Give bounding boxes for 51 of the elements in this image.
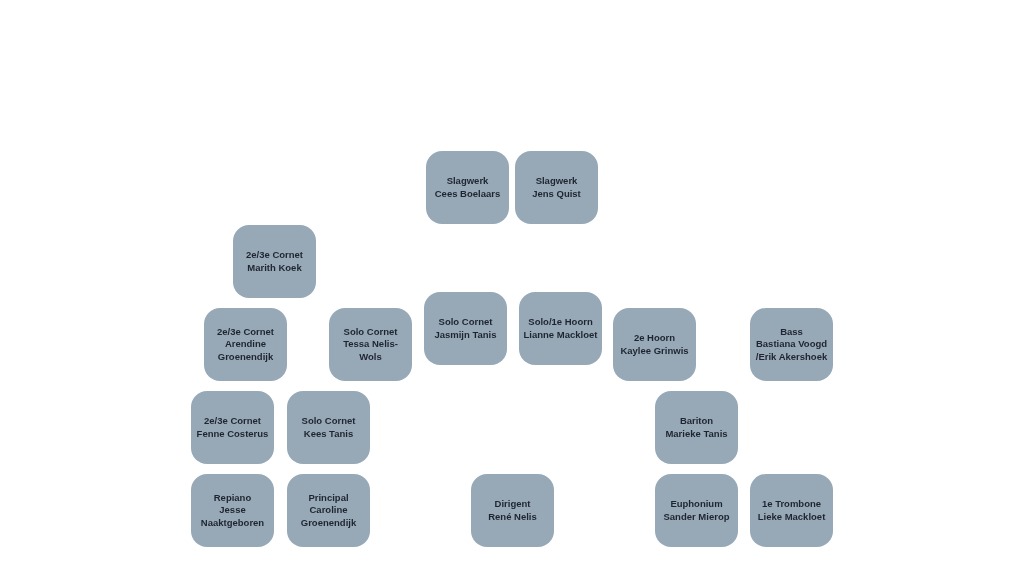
- role-text: 2e/3e Cornet: [204, 415, 261, 428]
- name-text: Jasmijn Tanis: [434, 328, 497, 341]
- member-box: [204, 308, 287, 381]
- member-box: [329, 308, 412, 381]
- role-text: Bass: [780, 325, 803, 339]
- role-text: 1e Trombone: [761, 498, 822, 511]
- name-text: Jens Quist: [532, 187, 581, 200]
- member-box: [287, 391, 370, 464]
- role-text: Dirigent: [494, 498, 531, 511]
- role-text: Solo Cornet: [301, 415, 356, 428]
- role-text: Slagwerk: [535, 175, 578, 188]
- member-box: [750, 308, 833, 381]
- name-text: Cees Boelaars: [434, 187, 501, 200]
- name-text: Lieke Mackloet: [757, 510, 826, 523]
- role-text: Solo/1e Hoorn: [528, 316, 593, 329]
- role-text: Solo Cornet: [438, 316, 493, 329]
- name-text: Lianne Mackloet: [523, 328, 598, 341]
- member-box: [287, 474, 370, 547]
- member-box: [750, 474, 833, 547]
- member-box: [424, 292, 507, 365]
- name-text: Kaylee Grinwis: [620, 344, 689, 357]
- member-box: [471, 474, 554, 547]
- role-text: Solo Cornet: [343, 325, 398, 339]
- role-text: Bariton: [679, 415, 714, 428]
- name-text: Sander Mierop: [663, 510, 730, 523]
- name-text: Marith Koek: [247, 261, 302, 274]
- name-text: René Nelis: [488, 510, 537, 523]
- name-text: Bastiana Voogd /Erik Akershoek: [754, 338, 829, 364]
- name-text: Kees Tanis: [303, 427, 354, 440]
- name-text: Arendine Groenendijk: [216, 338, 275, 364]
- member-box: [655, 391, 738, 464]
- name-text: Caroline Groenendijk: [299, 504, 358, 530]
- role-text: Principal: [308, 491, 349, 505]
- role-text: 2e/3e Cornet: [246, 249, 303, 262]
- member-box: [191, 474, 274, 547]
- name-text: Marieke Tanis: [665, 427, 728, 440]
- member-box: [515, 151, 598, 224]
- role-text: Slagwerk: [446, 175, 489, 188]
- member-box: [426, 151, 509, 224]
- member-box: [519, 292, 602, 365]
- member-box: [191, 391, 274, 464]
- member-box: [613, 308, 696, 381]
- name-text: Fenne Costerus: [196, 427, 269, 440]
- role-text: 2e/3e Cornet: [217, 325, 274, 339]
- role-text: Repiano: [213, 491, 252, 505]
- name-text: Jesse Naaktgeboren: [199, 504, 266, 530]
- name-text: Tessa Nelis-Wols: [342, 338, 399, 364]
- member-box: [233, 225, 316, 298]
- role-text: Euphonium: [670, 498, 723, 511]
- role-text: 2e Hoorn: [633, 332, 676, 345]
- member-box: [655, 474, 738, 547]
